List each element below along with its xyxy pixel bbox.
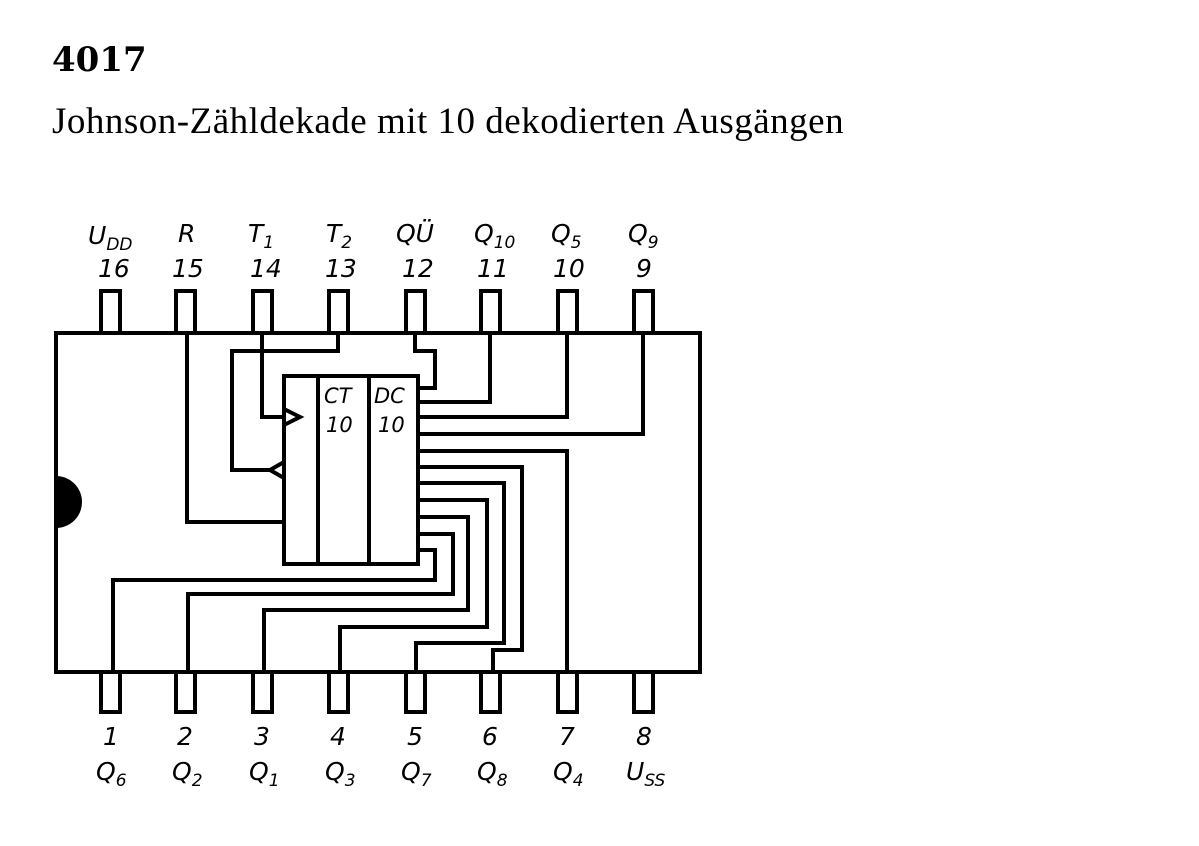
wire-q-carry <box>413 333 437 390</box>
pin-name: T1 <box>248 219 274 253</box>
pin-number: 9 <box>636 254 652 283</box>
pin-number: 10 <box>553 254 585 283</box>
pin-number: 12 <box>402 254 434 283</box>
pin-name: Q1 <box>249 757 280 791</box>
bottom-pins <box>99 670 655 714</box>
top-pin-labels: UDD 16 R 15 T1 14 T2 13 QÜ 12 Q10 11 Q5 … <box>88 219 659 283</box>
wire-q5 <box>418 333 569 419</box>
pin-number: 14 <box>250 254 282 283</box>
wire-t2 <box>230 333 340 472</box>
pin-number: 4 <box>330 722 346 751</box>
pin-name: USS <box>626 757 665 791</box>
wire-q10 <box>418 333 492 404</box>
wire-q1 <box>262 515 470 672</box>
pin-number: 7 <box>559 722 575 751</box>
chip-subtitle: Johnson-Zähldekade mit 10 dekodierten Au… <box>52 101 845 142</box>
wire-q6 <box>111 548 437 672</box>
ct-modulus: 10 <box>326 413 353 437</box>
pin-name: QÜ <box>396 219 434 248</box>
ct-label: CT <box>324 384 354 408</box>
pin-number: 5 <box>407 722 423 751</box>
pin-name: Q4 <box>553 757 584 791</box>
pin-number: 2 <box>177 722 193 751</box>
dc-label: DC <box>374 384 405 408</box>
pin-name: R <box>178 219 195 248</box>
bottom-pin-labels: 1 Q6 2 Q2 3 Q1 4 Q3 5 Q7 6 Q8 7 Q4 8 USS <box>96 722 665 791</box>
clock-input-t1 <box>283 407 305 427</box>
pin-name: Q3 <box>325 757 356 791</box>
top-pins <box>99 289 655 335</box>
pin-name: UDD <box>88 221 133 255</box>
wire-q9 <box>418 333 645 436</box>
pin-number: 8 <box>636 722 652 751</box>
wire-t1 <box>260 333 284 419</box>
wire-q4 <box>418 449 569 672</box>
wire-r <box>185 333 284 524</box>
package-notch <box>56 476 82 528</box>
counter-decoder-block <box>282 374 420 566</box>
wire-q3 <box>338 498 489 672</box>
pin-number: 1 <box>103 722 119 751</box>
wire-q7 <box>414 481 506 672</box>
pin-number: 3 <box>254 722 270 751</box>
pin-number: 11 <box>477 254 509 283</box>
pin-number: 13 <box>325 254 357 283</box>
pin-name: Q2 <box>172 757 203 791</box>
wire-q2 <box>186 532 455 672</box>
dc-modulus: 10 <box>378 413 405 437</box>
pin-name: Q7 <box>401 757 432 791</box>
pin-name: Q6 <box>96 757 127 791</box>
pin-name: Q10 <box>474 219 515 253</box>
chip-title: 4017 <box>52 40 147 80</box>
pin-name: Q9 <box>628 219 659 253</box>
pin-number: 16 <box>98 254 130 283</box>
pin-name: T2 <box>326 219 352 253</box>
pin-name: Q8 <box>477 757 508 791</box>
pin-name: Q5 <box>551 219 582 253</box>
pin-number: 6 <box>482 722 498 751</box>
pin-number: 15 <box>172 254 204 283</box>
wire-q8 <box>418 465 524 672</box>
clock-input-t2 <box>265 460 285 480</box>
